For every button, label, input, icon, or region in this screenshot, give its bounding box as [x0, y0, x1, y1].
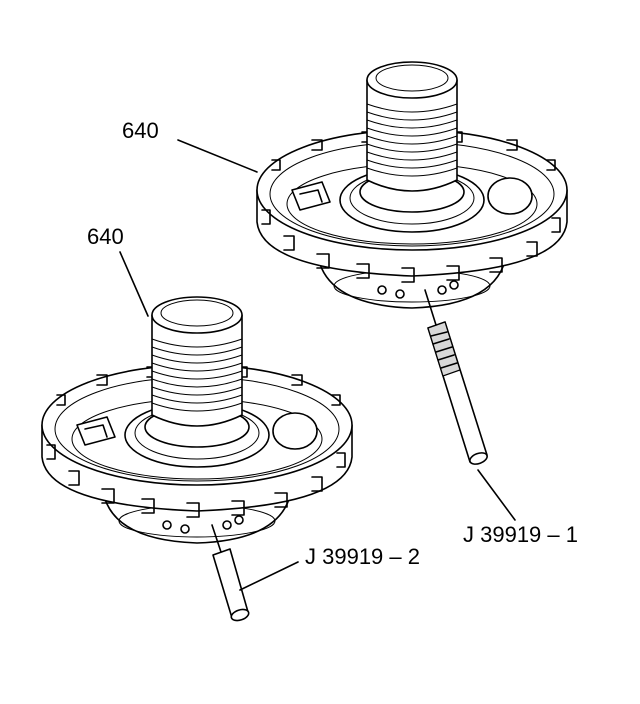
- tool-label-j39919-1: J 39919 – 1: [463, 522, 578, 547]
- clutch-housing-top: [256, 61, 568, 309]
- clutch-housing-bottom: [41, 296, 353, 544]
- tool-label-j39919-2: J 39919 – 2: [305, 544, 420, 569]
- tool-pin-1: [424, 289, 488, 465]
- leader-lines: [119, 139, 516, 591]
- part-label-640-bottom: 640: [87, 224, 124, 249]
- part-label-640-top: 640: [122, 118, 159, 143]
- tool-pin-2: [211, 524, 250, 622]
